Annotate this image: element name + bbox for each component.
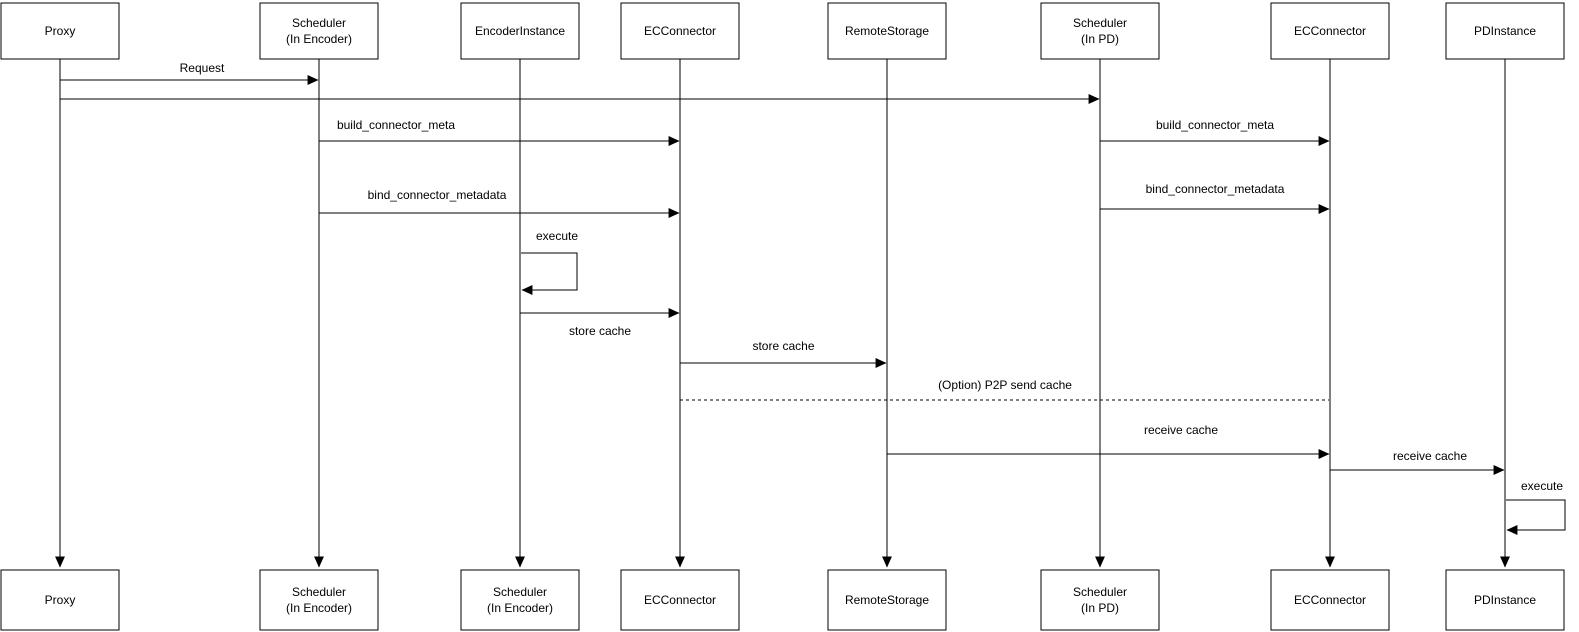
actor-bottom-label-pd-instance: PDInstance: [1474, 593, 1536, 607]
actor-top-box-proxy: [0, 2, 120, 60]
message-label-execute-encoder: execute: [536, 229, 578, 243]
message-label-build-connector-meta-encoder: build_connector_meta: [337, 118, 455, 132]
message-label-store-cache-connector-to-storage: store cache: [752, 339, 814, 353]
actor-top-label-proxy: Proxy: [45, 24, 76, 38]
message-bind-connector-metadata-encoder: bind_connector_metadata: [319, 188, 680, 218]
actor-top-box-remote-storage: [827, 2, 947, 60]
self-message-line-execute-pd: [1506, 499, 1566, 535]
message-label-bind-connector-metadata-encoder: bind_connector_metadata: [368, 188, 507, 202]
message-build-connector-meta-pd: build_connector_meta: [1100, 118, 1330, 146]
actor-bottom-label-ec-connector-pd: ECConnector: [1294, 593, 1366, 607]
actor-top-label-scheduler-encoder: Scheduler(In Encoder): [286, 16, 352, 46]
message-label-p2p-send-cache: (Option) P2P send cache: [938, 378, 1072, 392]
actor-bottom-label-proxy: Proxy: [45, 593, 76, 607]
actor-top-label-remote-storage: RemoteStorage: [845, 24, 929, 38]
message-label-request: Request: [180, 61, 225, 75]
message-execute-encoder: execute: [521, 229, 578, 295]
actor-bottom-box-encoder-instance: [460, 569, 580, 631]
message-label-bind-connector-metadata-pd: bind_connector_metadata: [1146, 182, 1285, 196]
message-execute-pd: execute: [1506, 479, 1566, 535]
message-label-execute-pd: execute: [1521, 479, 1563, 493]
actor-top-label-ec-connector-pd: ECConnector: [1294, 24, 1366, 38]
actor-top-label-ec-connector-encoder: ECConnector: [644, 24, 716, 38]
actor-top-box-ec-connector-pd: [1270, 2, 1390, 60]
message-label-receive-cache-connector-to-pd: receive cache: [1393, 449, 1467, 463]
actor-top-box-pd-instance: [1445, 2, 1565, 60]
actor-bottom-box-proxy: [0, 569, 120, 631]
self-message-line-execute-encoder: [521, 252, 578, 295]
actor-bottom-box-ec-connector-encoder: [620, 569, 740, 631]
actor-bottom-box-remote-storage: [827, 569, 947, 631]
message-label-build-connector-meta-pd: build_connector_meta: [1156, 118, 1274, 132]
actor-top-box-ec-connector-encoder: [620, 2, 740, 60]
actor-top-box-scheduler-pd: [1040, 2, 1160, 60]
message-bind-connector-metadata-pd: bind_connector_metadata: [1100, 182, 1330, 214]
message-receive-cache-storage-to-connector: receive cache: [887, 423, 1330, 459]
message-p2p-send-cache: (Option) P2P send cache: [680, 378, 1329, 401]
actor-bottom-label-scheduler-encoder: Scheduler(In Encoder): [286, 585, 352, 615]
actor-top-label-encoder-instance: EncoderInstance: [475, 24, 565, 38]
messages-layer: Request build_connector_meta build_connect…: [60, 61, 1566, 535]
actor-bottom-label-scheduler-pd: Scheduler(In PD): [1073, 585, 1127, 615]
message-store-cache-connector-to-storage: store cache: [680, 339, 887, 368]
actor-scheduler-encoder: Scheduler(In Encoder) Scheduler(In Encode…: [259, 2, 379, 631]
message-request: Request: [60, 61, 319, 85]
actor-top-box-encoder-instance: [460, 2, 580, 60]
actor-bottom-label-remote-storage: RemoteStorage: [845, 593, 929, 607]
actor-bottom-box-pd-instance: [1445, 569, 1565, 631]
message-label-receive-cache-storage-to-connector: receive cache: [1144, 423, 1218, 437]
actor-bottom-label-encoder-instance: Scheduler(In Encoder): [487, 585, 553, 615]
actor-bottom-box-ec-connector-pd: [1270, 569, 1390, 631]
actor-bottom-box-scheduler-pd: [1040, 569, 1160, 631]
message-build-connector-meta-encoder: build_connector_meta: [319, 118, 680, 146]
actor-bottom-box-scheduler-encoder: [259, 569, 379, 631]
actor-bottom-label-ec-connector-encoder: ECConnector: [644, 593, 716, 607]
actor-top-box-scheduler-encoder: [259, 2, 379, 60]
message-store-cache-encoder-to-connector: store cache: [520, 308, 680, 338]
actor-top-label-scheduler-pd: Scheduler(In PD): [1073, 16, 1127, 46]
actor-scheduler-pd: Scheduler(In PD) Scheduler(In PD): [1040, 2, 1160, 631]
message-receive-cache-connector-to-pd: receive cache: [1330, 449, 1505, 475]
actor-top-label-pd-instance: PDInstance: [1474, 24, 1536, 38]
message-label-store-cache-encoder-to-connector: store cache: [569, 324, 631, 338]
